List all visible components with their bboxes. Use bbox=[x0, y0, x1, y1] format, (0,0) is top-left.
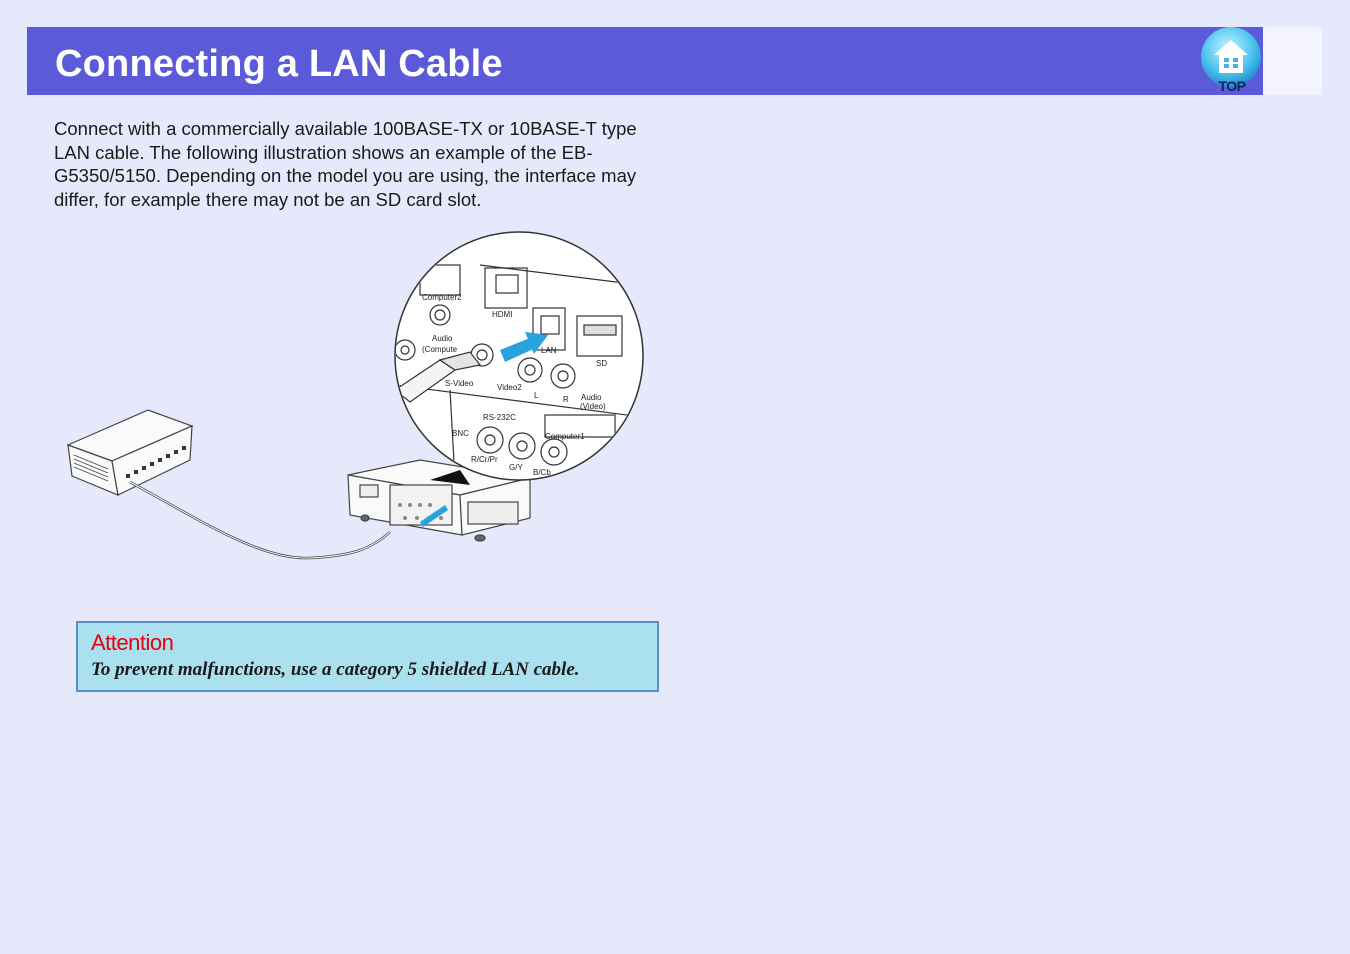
label-video2: Video2 bbox=[497, 383, 522, 392]
label-rs232c: RS-232C bbox=[483, 413, 516, 422]
top-label: TOP bbox=[1218, 78, 1246, 94]
projector bbox=[347, 459, 531, 542]
label-r: R bbox=[563, 395, 569, 404]
top-button[interactable]: TOP bbox=[1199, 27, 1265, 95]
intro-paragraph: Connect with a commercially available 10… bbox=[54, 118, 637, 210]
lan-connection-illustration: Computer2 HDMI Audio (Compute LAN SD S-V… bbox=[60, 230, 660, 570]
label-bnc: BNC bbox=[452, 429, 469, 438]
page-title: Connecting a LAN Cable bbox=[55, 43, 503, 85]
label-gy: G/Y bbox=[509, 463, 523, 472]
attention-box: Attention To prevent malfunctions, use a… bbox=[76, 621, 659, 692]
label-sd: SD bbox=[596, 359, 607, 368]
network-hub bbox=[66, 409, 194, 496]
label-audio: Audio bbox=[432, 334, 453, 343]
header-side-panel bbox=[1263, 27, 1322, 95]
label-l: L bbox=[534, 391, 539, 400]
home-icon bbox=[1201, 27, 1261, 87]
label-computer2: Computer2 bbox=[422, 293, 462, 302]
illustration-svg: Computer2 HDMI Audio (Compute LAN SD S-V… bbox=[66, 231, 644, 560]
label-svideo: S-Video bbox=[445, 379, 474, 388]
attention-title: Attention bbox=[91, 630, 174, 655]
label-lan: LAN bbox=[541, 346, 557, 355]
label-computer-audio: (Compute bbox=[422, 345, 458, 354]
label-audio-video: Audio bbox=[581, 393, 602, 402]
zoomed-port-panel: Computer2 HDMI Audio (Compute LAN SD S-V… bbox=[394, 231, 644, 481]
label-hdmi: HDMI bbox=[492, 310, 512, 319]
page-header: Connecting a LAN Cable bbox=[27, 27, 1263, 95]
label-rcrpr: R/Cr/Pr bbox=[471, 455, 498, 464]
label-computer1: Computer1 bbox=[545, 432, 585, 441]
label-video-paren: (Video) bbox=[580, 402, 606, 411]
attention-text: To prevent malfunctions, use a category … bbox=[91, 659, 580, 680]
label-bcb: B/Cb bbox=[533, 468, 551, 477]
